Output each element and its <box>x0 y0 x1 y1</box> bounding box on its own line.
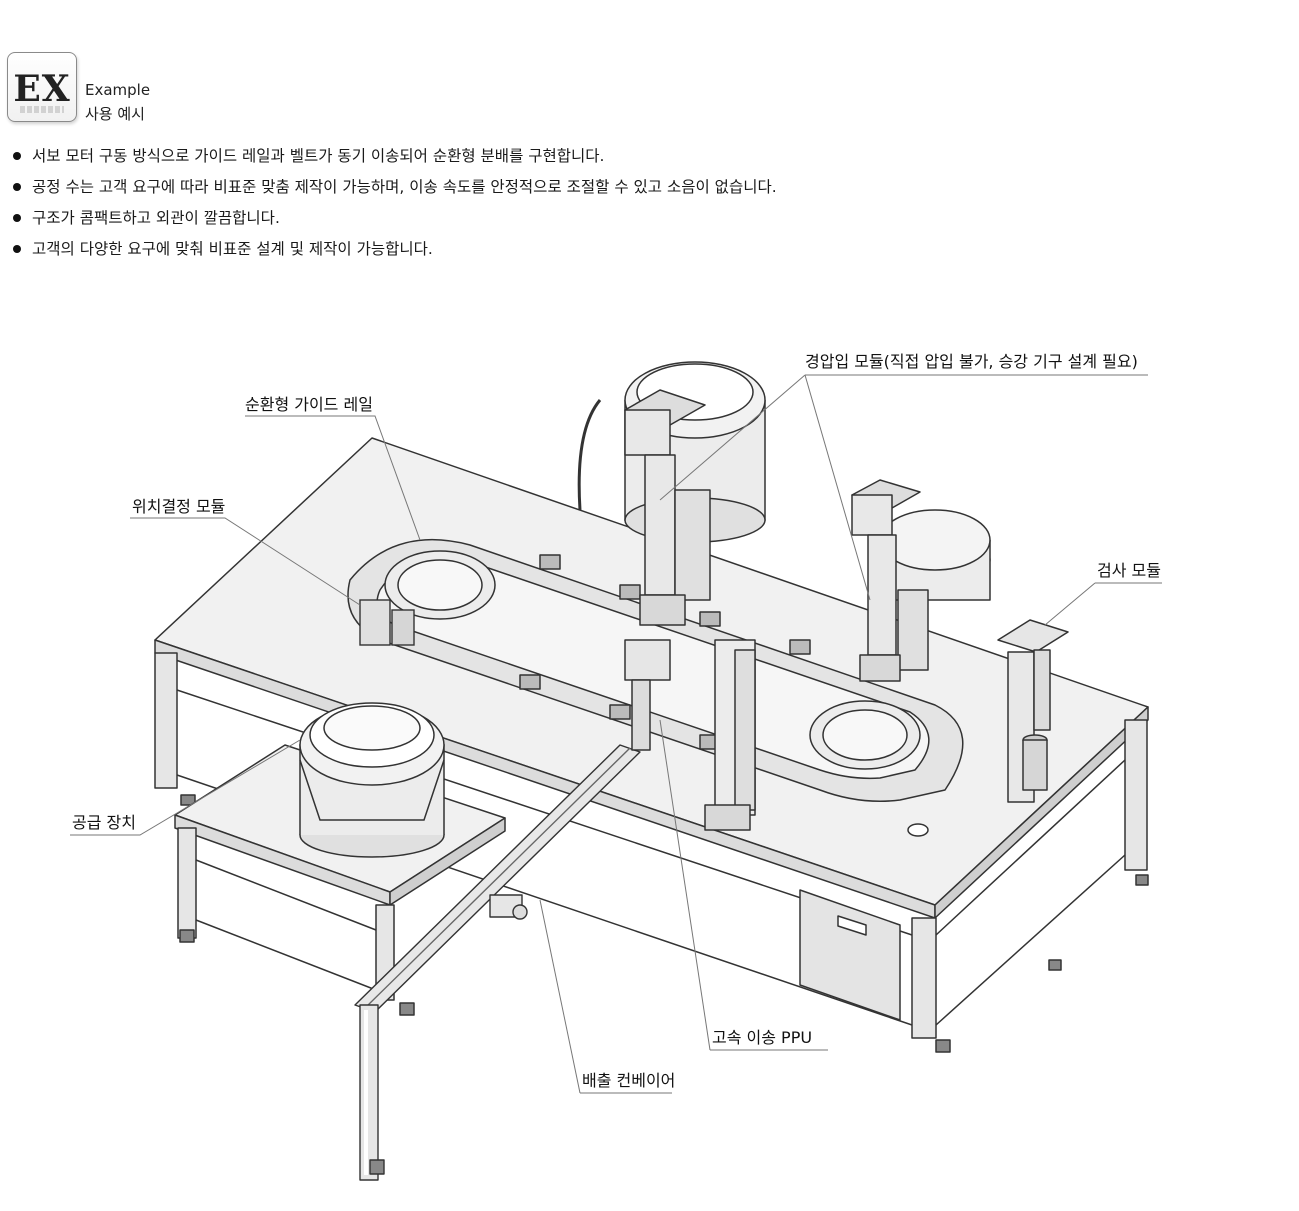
feature-item: 서보 모터 구동 방식으로 가이드 레일과 벨트가 동기 이송되어 순환형 분배… <box>12 145 777 176</box>
inspection-module <box>997 619 1069 803</box>
feature-item: 고객의 다양한 요구에 맞춰 비표준 설계 및 제작이 가능합니다. <box>12 238 777 269</box>
press-module <box>577 389 711 626</box>
section-title-en: Example <box>85 81 151 99</box>
callout-conveyor: 배출 컨베이어 <box>582 1071 675 1090</box>
example-badge-text: EX <box>13 68 71 110</box>
discharge-conveyor <box>354 744 641 1181</box>
feature-item: 구조가 콤팩트하고 외관이 깔끔합니다. <box>12 207 777 238</box>
callout-leaders <box>70 374 1162 1094</box>
callout-inspection: 검사 모듈 <box>1097 561 1161 580</box>
secondary-press-module <box>851 479 991 682</box>
section-title-ko: 사용 예시 <box>85 105 145 123</box>
feature-text: 고객의 다양한 요구에 맞춰 비표준 설계 및 제작이 가능합니다. <box>32 240 433 258</box>
callout-press-module: 경압입 모듈(직접 압입 불가, 승강 기구 설계 필요) <box>805 352 1138 371</box>
example-badge-reflection <box>20 106 64 113</box>
example-badge: EX <box>7 52 77 122</box>
positioning-module <box>359 599 415 646</box>
callout-positioning: 위치결정 모듈 <box>132 497 225 516</box>
feature-text: 서보 모터 구동 방식으로 가이드 레일과 벨트가 동기 이송되어 순환형 분배… <box>32 147 605 165</box>
bullet-icon <box>13 183 21 191</box>
bullet-icon <box>13 214 21 222</box>
feature-item: 공정 수는 고객 요구에 따라 비표준 맞춤 제작이 가능하며, 이송 속도를 … <box>12 176 777 207</box>
vibratory-feeder-bowl <box>299 702 445 858</box>
callout-ppu: 고속 이송 PPU <box>712 1028 812 1047</box>
feature-list: 서보 모터 구동 방식으로 가이드 레일과 벨트가 동기 이송되어 순환형 분배… <box>12 145 777 269</box>
callout-feeder: 공급 장치 <box>72 813 136 832</box>
machine-illustration: 순환형 가이드 레일 경압입 모듈(직접 압입 불가, 승강 기구 설계 필요)… <box>70 352 1162 1181</box>
callout-guide-rail: 순환형 가이드 레일 <box>245 395 373 414</box>
high-speed-ppu <box>624 639 756 831</box>
bullet-icon <box>13 245 21 253</box>
feature-text: 공정 수는 고객 요구에 따라 비표준 맞춤 제작이 가능하며, 이송 속도를 … <box>32 178 777 196</box>
bullet-icon <box>13 152 21 160</box>
feature-text: 구조가 콤팩트하고 외관이 깔끔합니다. <box>32 209 280 227</box>
